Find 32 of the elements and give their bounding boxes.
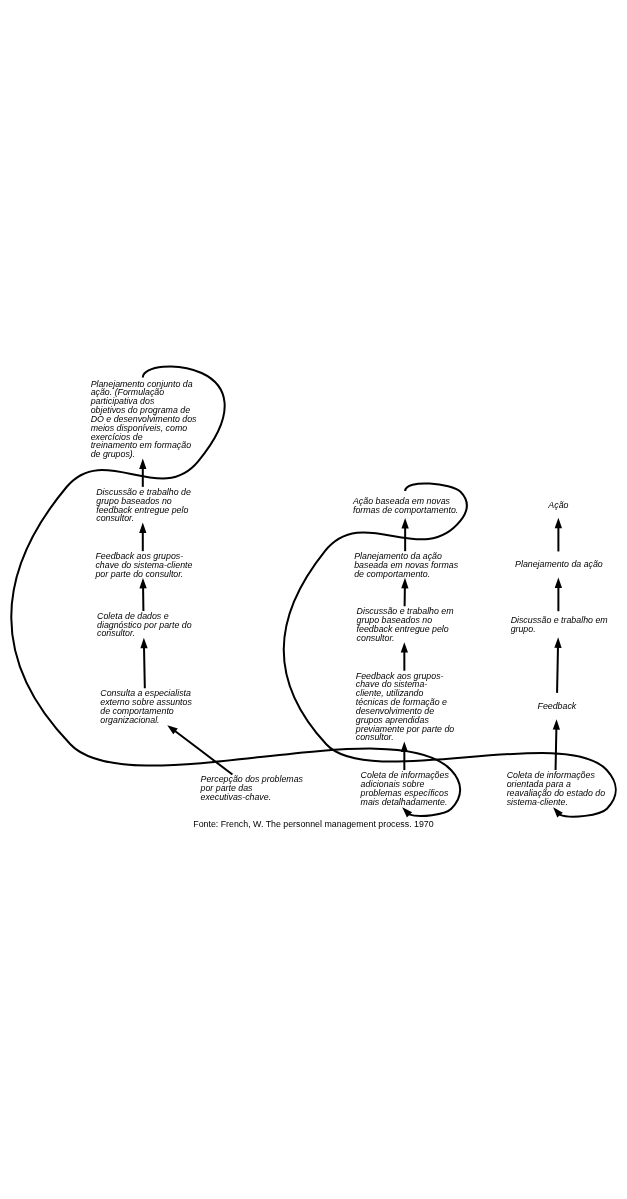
node-text: Coleta de informações orientada para a reavaliação do estado do sistema-cliente. xyxy=(506,770,606,807)
node-text: Discussão e trabalho de grupo baseados no feedback entregue pelo consultor. xyxy=(96,486,191,524)
node-text: Feedback xyxy=(537,701,577,712)
arrow xyxy=(554,637,562,693)
node-text: Consulta a especialista externo sobre assuntos de comportamento organizacional. xyxy=(100,688,192,725)
arrow xyxy=(554,577,563,612)
arrow xyxy=(401,577,409,607)
node-text: Coleta de dados e diagnóstico por parte do consultor. xyxy=(97,610,192,639)
arrow xyxy=(554,517,563,552)
arrow xyxy=(167,725,234,776)
arrow xyxy=(10,365,461,818)
arrow xyxy=(139,522,147,552)
node-text: Planejamento da ação xyxy=(515,559,603,570)
node-text: Feedback aos grupos-chave do sistema-cliente por parte do consultor. xyxy=(95,551,193,579)
node-text: Coleta de informações adicionais sobre problemas específicos mais detalhadamente. xyxy=(360,770,449,807)
node-text: Ação baseada em novas formas de comportamento. xyxy=(353,495,459,515)
arrow xyxy=(400,642,408,671)
arrow xyxy=(400,741,408,771)
arrow xyxy=(140,637,148,689)
arrow xyxy=(139,458,147,487)
caption: Fonte: French, W. The personnel management process. 1970 xyxy=(193,819,434,830)
node-text: Percepção dos problemas por parte das executivas-chave. xyxy=(200,774,303,803)
arrow xyxy=(139,577,147,611)
node-text: Ação xyxy=(548,499,569,510)
arrow xyxy=(552,719,560,771)
arrow xyxy=(401,517,409,552)
node-text: Discussão e trabalho em grupo. xyxy=(510,615,608,635)
arrow xyxy=(283,482,617,818)
node-text: Planejamento da ação baseada em novas formas de comportamento. xyxy=(354,551,459,579)
node-text: Planejamento conjunto da ação. (Formulação participativa dos objetivos do programa de DO e desenvolvimento dos meios disponíveis, como exercícios de treinamento em formação de grupos). xyxy=(90,378,197,460)
node-text: Discussão e trabalho em grupo baseados no feedback entregue pelo consultor. xyxy=(356,606,454,643)
node-text: Feedback aos grupos-chave do sistema-cliente, utilizando técnicas de formação e desenvolvimento de grupos aprendidas previamente por parte do consultor. xyxy=(355,670,455,743)
